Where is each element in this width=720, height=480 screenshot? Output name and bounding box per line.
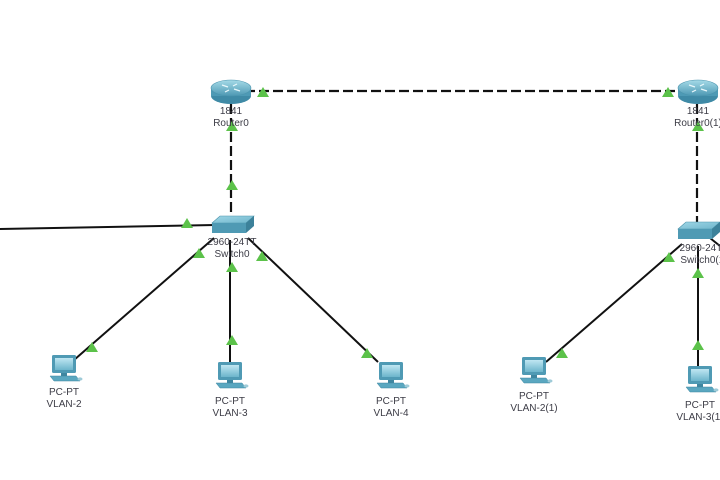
- device-label-switch0: 2960-24TT Switch0: [208, 237, 257, 261]
- device-label-pc1: PC-PT VLAN-2: [46, 387, 81, 411]
- device-model: PC-PT: [519, 391, 549, 402]
- link-up-indicator: [226, 335, 238, 345]
- router-icon: [221, 83, 241, 93]
- link-up-indicator: [692, 268, 704, 278]
- device-name: VLAN-2: [46, 399, 82, 410]
- link-up-indicator: [256, 251, 268, 261]
- pc-icon: [215, 362, 249, 389]
- device-model: 2960-24TT: [207, 237, 257, 248]
- link-up-indicator: [556, 348, 568, 358]
- link-up-indicator: [663, 252, 675, 262]
- device-name: Switch0(1): [680, 255, 720, 266]
- link-up-indicator: [226, 180, 238, 190]
- pc-pc2[interactable]: [215, 362, 249, 389]
- pc-icon: [49, 355, 83, 382]
- router-icon: [688, 83, 708, 93]
- pc-pc5[interactable]: [685, 366, 719, 393]
- router-router0[interactable]: [210, 79, 252, 104]
- pc-pc3[interactable]: [376, 362, 410, 389]
- link-up-indicator: [257, 87, 269, 97]
- device-label-pc5: PC-PT VLAN-3(1): [676, 400, 720, 424]
- link-switch0-pc3[interactable]: [247, 237, 379, 363]
- device-model: PC-PT: [214, 396, 245, 407]
- device-name: VLAN-3(1): [676, 412, 720, 423]
- switch-switch0[interactable]: [211, 215, 255, 233]
- link-up-indicator: [86, 342, 98, 352]
- link-up-indicator: [662, 87, 674, 97]
- device-label-pc2: PC-PT VLAN-3: [212, 396, 247, 420]
- device-name: Router0: [213, 118, 249, 129]
- link-up-indicator: [181, 218, 193, 228]
- device-label-pc4: PC-PT VLAN-2(1): [510, 391, 557, 415]
- links-layer: [0, 89, 720, 370]
- pc-icon: [685, 366, 719, 393]
- pc-icon: [519, 357, 553, 384]
- pc-icon: [376, 362, 410, 389]
- link-up-indicator: [193, 248, 205, 258]
- link-up-indicator: [692, 121, 704, 131]
- device-label-pc3: PC-PT VLAN-4: [373, 396, 408, 420]
- device-model: 2960-24TT: [679, 243, 720, 254]
- link-indicators: [86, 87, 704, 358]
- link-up-indicator: [361, 348, 373, 358]
- device-name: VLAN-3: [212, 408, 248, 419]
- device-label-router1: 1841 Router0(1): [674, 106, 720, 130]
- device-model: PC-PT: [375, 396, 406, 407]
- pc-pc1[interactable]: [49, 355, 83, 382]
- device-model: PC-PT: [685, 400, 715, 411]
- device-name: Router0(1): [674, 118, 720, 129]
- link-up-indicator: [226, 121, 238, 131]
- switch-switch1[interactable]: [677, 221, 720, 239]
- link-switch1-pc4[interactable]: [545, 243, 683, 363]
- link-switch0-pc1[interactable]: [73, 237, 215, 361]
- device-model: 1841: [219, 106, 243, 117]
- device-model: 1841: [686, 106, 710, 117]
- link-up-indicator: [692, 340, 704, 350]
- link-switch1-offscreen[interactable]: [709, 237, 720, 247]
- device-name: VLAN-2(1): [510, 403, 558, 414]
- device-name: Switch0: [214, 249, 250, 260]
- pc-pc4[interactable]: [519, 357, 553, 384]
- device-label-router0: 1841 Router0: [213, 106, 249, 130]
- device-label-switch1: 2960-24TT Switch0(1): [680, 243, 720, 267]
- link-up-indicator: [226, 262, 238, 272]
- device-name: VLAN-4: [373, 408, 409, 419]
- link-switch0-offscreen[interactable]: [0, 224, 216, 230]
- device-model: PC-PT: [48, 387, 79, 398]
- router-router1[interactable]: [677, 79, 719, 104]
